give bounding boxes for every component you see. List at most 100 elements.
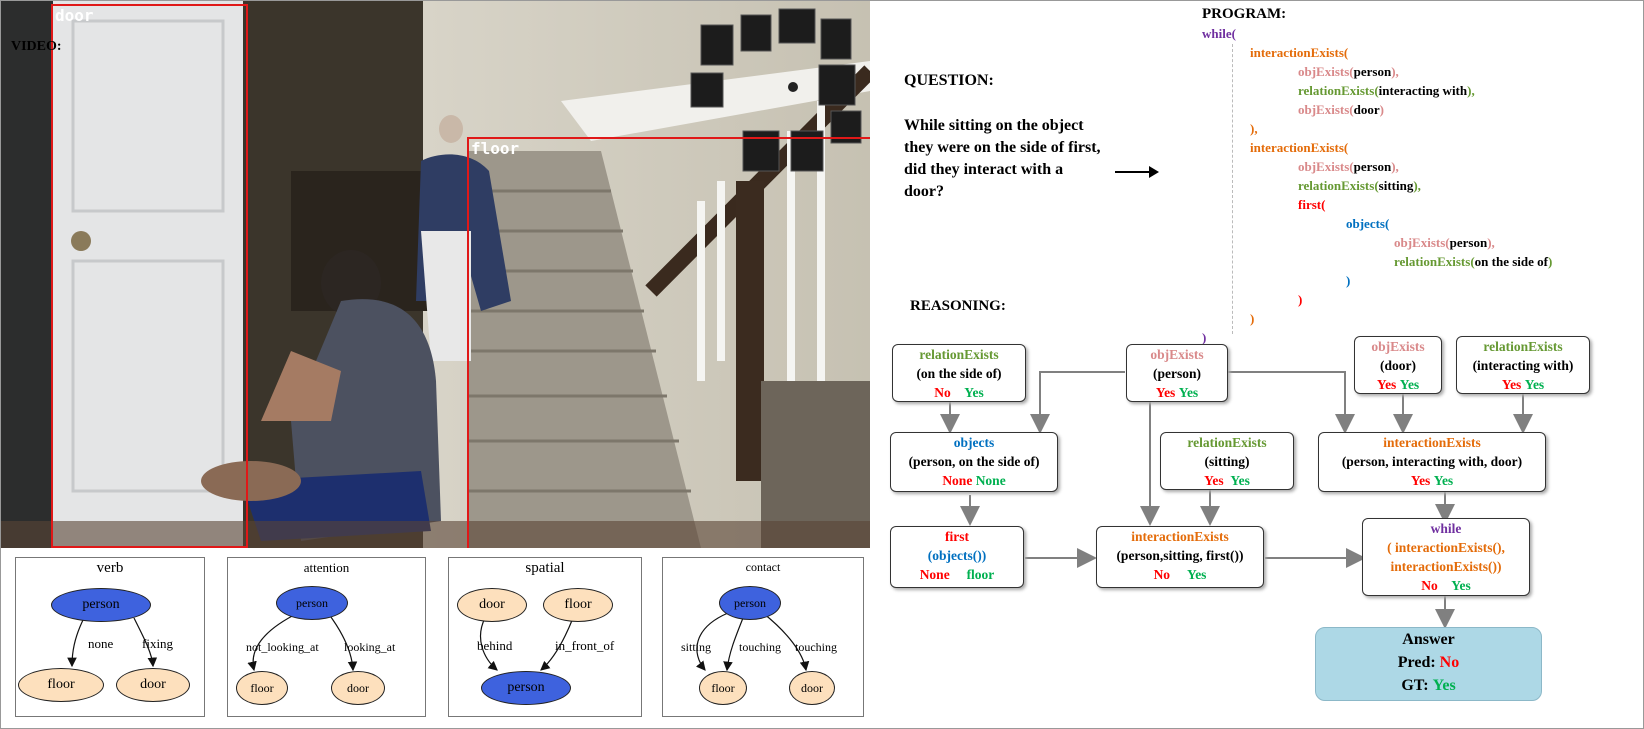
node-argument: (objects()) xyxy=(927,548,987,563)
object-node: floor xyxy=(543,588,613,622)
object-node: door xyxy=(789,671,835,705)
relation-label: touching xyxy=(739,640,781,654)
scene-graph-edges xyxy=(67,617,158,668)
program-token: door xyxy=(1353,102,1380,117)
node-ground-truth: Yes xyxy=(1524,377,1545,392)
object-node: floor xyxy=(236,671,288,705)
program-token: ), xyxy=(1413,178,1421,193)
question-label: QUESTION: xyxy=(904,72,994,89)
node-prediction: Yes xyxy=(1376,377,1397,392)
answer-box: Answer Pred: No GT: Yes xyxy=(1315,627,1542,701)
program-token: while( xyxy=(1202,26,1236,41)
program-line: objExists(person), xyxy=(1298,64,1399,80)
door-box-label: door xyxy=(55,6,94,25)
program-token: relationExists( xyxy=(1394,254,1475,269)
node-objexists-person: objExists (person) Yes Yes xyxy=(1126,344,1228,402)
relation-label: touching xyxy=(795,640,837,654)
program-token: ), xyxy=(1391,64,1399,79)
video-frame: door floor VIDEO: xyxy=(1,1,870,548)
scene-graph-title: attention xyxy=(303,560,350,575)
program-line: ), xyxy=(1250,121,1258,137)
scene-graph-edges xyxy=(480,617,574,671)
node-prediction: None xyxy=(942,473,973,488)
program-token: ) xyxy=(1547,254,1553,269)
node-first: first (objects()) None floor xyxy=(890,526,1024,588)
scene-graph-title: contact xyxy=(745,560,781,574)
node-function: objects xyxy=(953,435,995,450)
program-token: interactionExists( xyxy=(1250,140,1349,155)
program-token: objExists( xyxy=(1298,159,1354,174)
node-ground-truth: Yes xyxy=(1451,578,1471,593)
node-prediction: Yes xyxy=(1204,473,1224,488)
node-ground-truth: Yes xyxy=(1399,377,1420,392)
program-token: interactionExists( xyxy=(1250,45,1349,60)
program-line: ) xyxy=(1298,292,1302,308)
program-token: ) xyxy=(1379,102,1384,117)
program-line: ) xyxy=(1202,330,1206,346)
node-argument: (on the side of) xyxy=(916,366,1002,381)
node-prediction: Yes xyxy=(1410,473,1431,488)
node-argument: (sitting) xyxy=(1204,454,1250,469)
floor-box-label: floor xyxy=(471,139,520,158)
relation-label: behind xyxy=(477,638,513,653)
program-line: relationExists(on the side of) xyxy=(1394,254,1552,270)
program-token: objExists( xyxy=(1298,102,1354,117)
door-bounding-box: door xyxy=(51,4,248,548)
program-indent-guide xyxy=(1232,44,1233,334)
relation-label: fixing xyxy=(142,636,174,651)
node-interaction-first: interactionExists (person,sitting, first… xyxy=(1096,526,1264,588)
node-relation-sitting: relationExists (sitting) Yes Yes xyxy=(1160,432,1294,490)
object-node: door xyxy=(331,671,385,705)
node-ground-truth: Yes xyxy=(964,385,984,400)
scene-graph-attention: attention person floor door not_looking_… xyxy=(227,557,426,717)
program-token: ), xyxy=(1250,121,1258,136)
node-relation-on-the-side-of: relationExists (on the side of) No Yes xyxy=(892,344,1026,402)
relation-label: in_front_of xyxy=(555,638,615,653)
program-token: objExists( xyxy=(1394,235,1450,250)
program-line: relationExists(interacting with), xyxy=(1298,83,1475,99)
program-token: relationExists( xyxy=(1298,178,1379,193)
program-token: objExists( xyxy=(1298,64,1354,79)
subject-node: person xyxy=(276,586,348,620)
node-ground-truth: floor xyxy=(966,567,995,582)
program-line: objects( xyxy=(1346,216,1389,232)
node-prediction: Yes xyxy=(1155,385,1176,400)
node-argument: (person) xyxy=(1153,366,1201,381)
node-function: objExists xyxy=(1371,339,1425,354)
subject-node: person xyxy=(719,586,781,620)
relation-label: not_looking_at xyxy=(246,640,319,654)
node-function: interactionExists xyxy=(1383,435,1481,450)
node-argument: (person, interacting with, door) xyxy=(1341,454,1523,469)
program-token: ) xyxy=(1346,273,1351,288)
node-relation-interacting-with: relationExists (interacting with) Yes Ye… xyxy=(1456,336,1590,394)
program-token: ) xyxy=(1250,311,1255,326)
node-argument: (person, on the side of) xyxy=(908,454,1040,469)
node-argument: (door) xyxy=(1380,358,1416,373)
program-token: person xyxy=(1353,64,1392,79)
program-line: objExists(door) xyxy=(1298,102,1384,118)
node-function: interactionExists xyxy=(1131,529,1229,544)
program-line: first( xyxy=(1298,197,1325,213)
node-function: while xyxy=(1430,521,1462,536)
scene-graph-title: spatial xyxy=(525,560,565,576)
scene-graph-spatial: spatial door floor person behind in_fron… xyxy=(448,557,642,717)
object-node: door xyxy=(116,668,190,702)
program-line: objExists(person), xyxy=(1298,159,1399,175)
program-token: interacting with xyxy=(1378,83,1468,98)
scene-graph-edges xyxy=(247,612,358,672)
question-text: While sitting on the object they were on… xyxy=(904,117,1101,200)
program-line: objExists(person), xyxy=(1394,235,1495,251)
node-objects: objects (person, on the side of) None No… xyxy=(890,432,1058,492)
program-token: ), xyxy=(1391,159,1399,174)
gt-value: Yes xyxy=(1432,677,1456,694)
scene-graph-verb: verb person floor door none fixing xyxy=(15,557,205,717)
answer-title: Answer xyxy=(1402,631,1455,648)
program-token: relationExists( xyxy=(1298,83,1379,98)
program-token: first( xyxy=(1298,197,1326,212)
program-line: relationExists(sitting), xyxy=(1298,178,1421,194)
node-argument: (interacting with) xyxy=(1472,358,1574,373)
object-node: floor xyxy=(18,668,104,702)
program-token: sitting xyxy=(1378,178,1414,193)
gt-label: GT: xyxy=(1401,677,1429,694)
node-function: objExists xyxy=(1150,347,1204,362)
